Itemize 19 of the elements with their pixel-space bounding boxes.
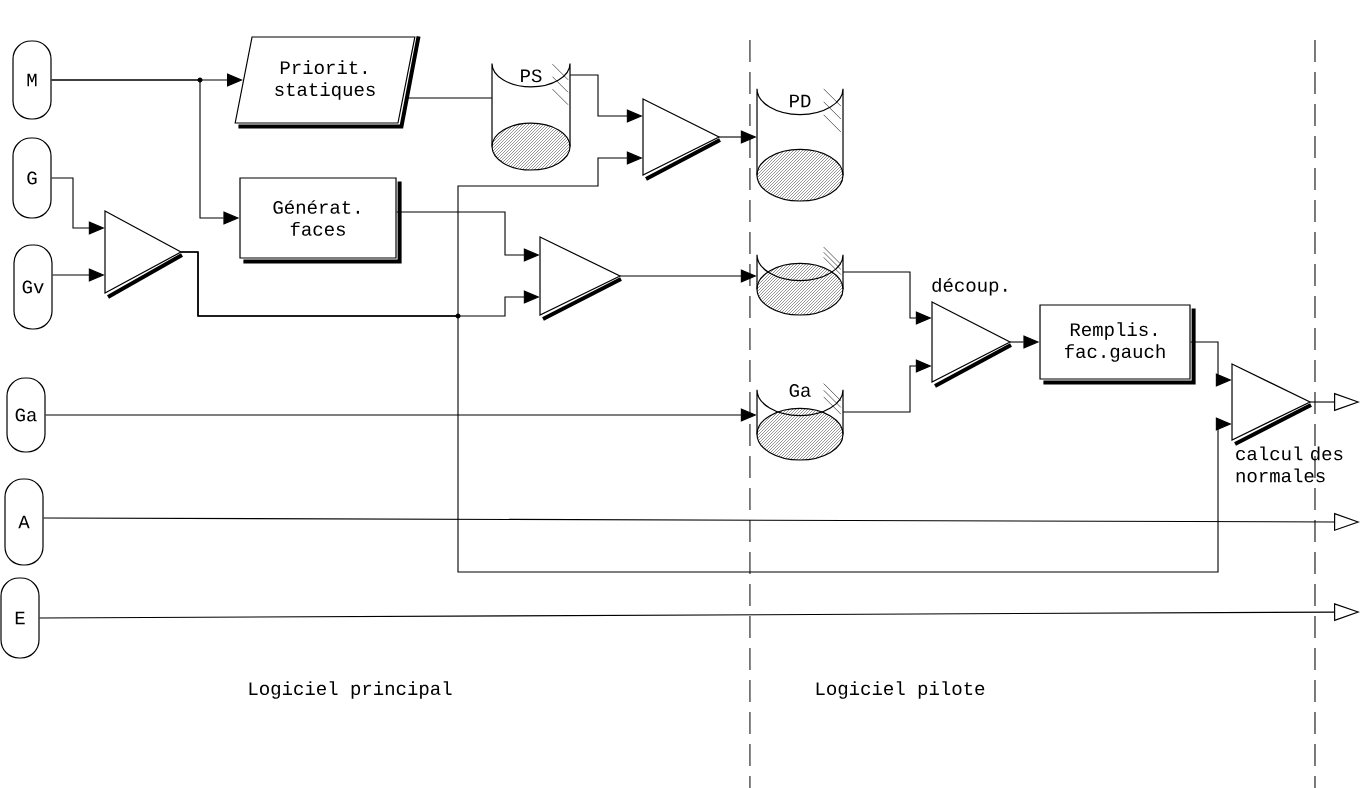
- merge-triangle: découp.: [931, 277, 1012, 388]
- storage-cylinder: PD: [790, 94, 811, 108]
- storage-cylinder: [756, 383, 844, 461]
- data-parallelogram: Priorit. statiques: [234, 36, 421, 129]
- merge-triangle: [642, 98, 721, 181]
- process-box: Générat. faces: [239, 177, 402, 264]
- merge-triangle: [539, 236, 622, 321]
- merge-triangle: [104, 210, 183, 299]
- node-label: calcul des normales: [1236, 446, 1343, 483]
- node-label: découp.: [932, 277, 1007, 296]
- storage-cylinder: Ga: [789, 384, 811, 397]
- process-box: Remplis. fac.gauch: [1039, 304, 1196, 385]
- section-label: Logiciel principal: [249, 681, 452, 699]
- storage-cylinder: [491, 62, 571, 171]
- storage-cylinder: [756, 246, 844, 316]
- storage-cylinder: PS: [521, 69, 542, 83]
- section-label: Logiciel pilote: [816, 681, 985, 699]
- storage-cylinder: [756, 88, 844, 202]
- merge-triangle: calcul des normales: [1231, 363, 1343, 483]
